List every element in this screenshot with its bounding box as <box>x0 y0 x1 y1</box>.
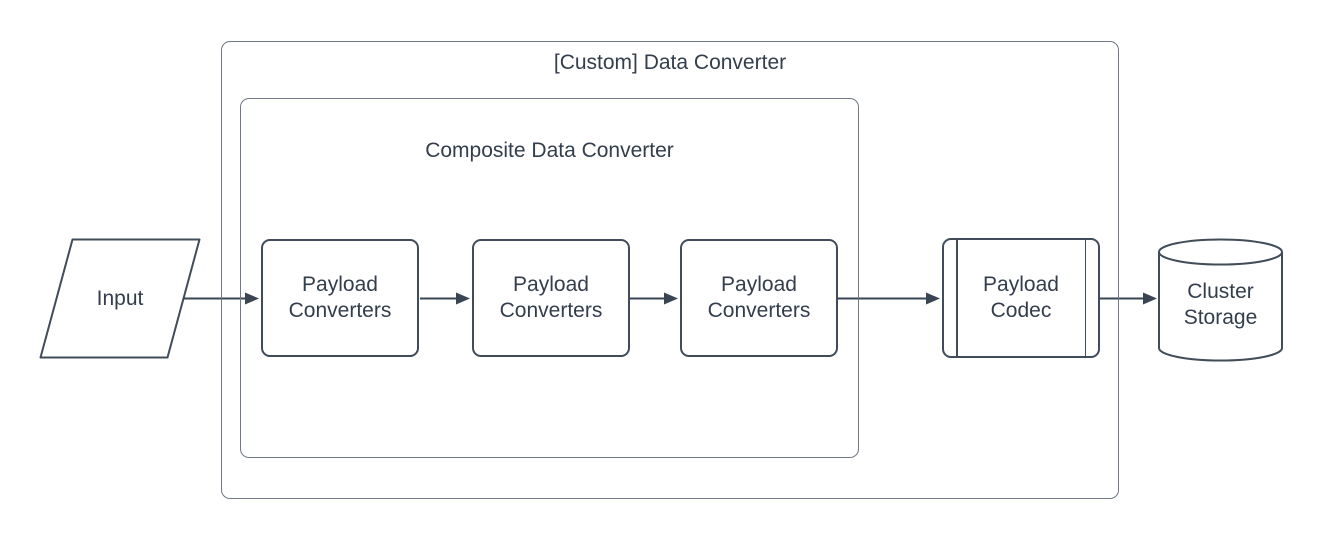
payload-converters-label-3: Payload Converters <box>707 273 811 322</box>
payload-codec-node: Payload Codec <box>942 238 1100 358</box>
codec-left-bar <box>956 240 958 356</box>
composite-data-converter-title: Composite Data Converter <box>425 139 674 162</box>
custom-data-converter-title: [Custom] Data Converter <box>553 51 787 74</box>
input-node-label: Input <box>96 286 144 310</box>
codec-right-bar <box>1084 240 1086 356</box>
payload-converters-label-2: Payload Converters <box>499 273 603 322</box>
payload-converters-node-2: Payload Converters <box>472 239 630 357</box>
payload-codec-label: Payload Codec <box>983 273 1059 322</box>
custom-data-converter-container: [Custom] Data Converter <box>221 41 1119 499</box>
payload-converters-label-1: Payload Converters <box>288 273 392 322</box>
payload-converters-node-3: Payload Converters <box>680 239 838 357</box>
payload-converters-node-1: Payload Converters <box>261 239 419 357</box>
cluster-storage-node-label: Cluster Storage <box>1183 280 1258 329</box>
composite-data-converter-container: Composite Data Converter <box>240 98 859 458</box>
